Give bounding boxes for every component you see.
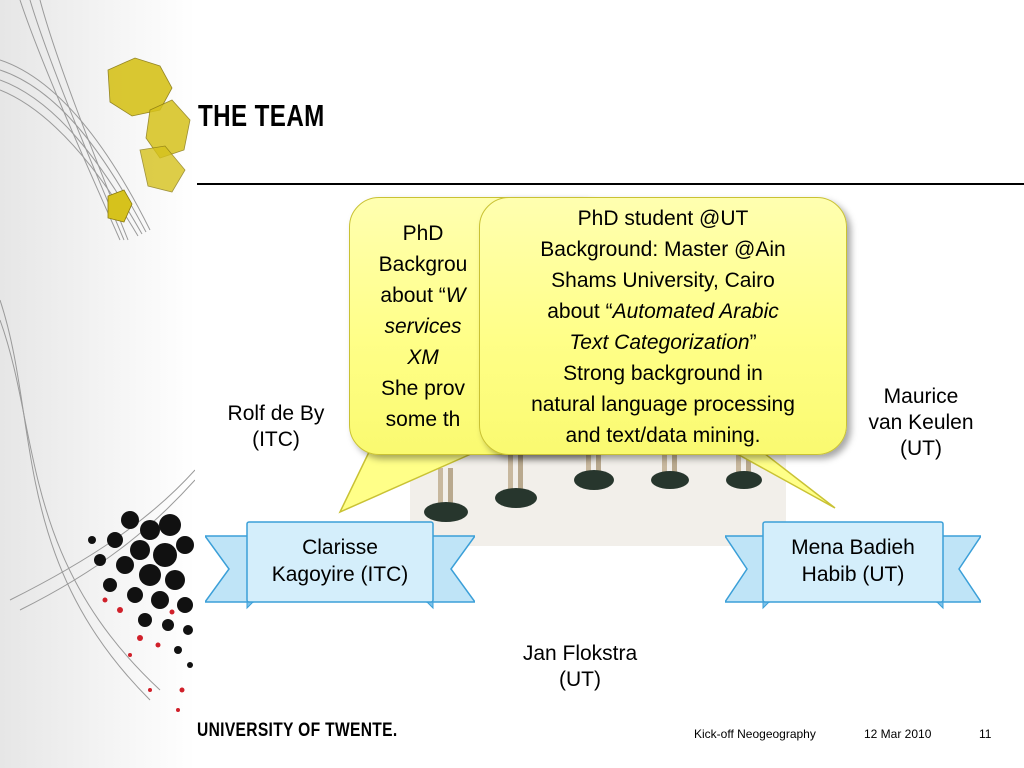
back-bubble-tail xyxy=(338,449,481,514)
bubble-text-line: Shams University, Cairo xyxy=(551,269,775,292)
bubble-text-line: PhD xyxy=(402,222,444,245)
slide-number: 11 xyxy=(979,727,992,741)
banner-mena-shape xyxy=(725,521,981,610)
bubble-text-line: Strong background in xyxy=(563,362,763,385)
sidebar-graphic xyxy=(0,0,195,768)
bubble-text-line: Background: Master @Ain xyxy=(540,238,786,261)
university-logo: UNIVERSITY OF TWENTE. xyxy=(197,720,398,741)
banner-clarisse-shape xyxy=(205,521,475,610)
bubble-text-line: Backgrou xyxy=(378,253,468,276)
slide-title: THE TEAM xyxy=(198,98,325,133)
decorative-sidebar xyxy=(0,0,195,768)
bubble-text-line: natural language processing xyxy=(531,393,795,416)
red-dots xyxy=(102,597,185,712)
banner-clarisse: Clarisse Kagoyire (ITC) xyxy=(271,536,409,586)
bubble-text-line: about “Automated Arabic xyxy=(547,300,779,323)
speech-bubble-mena: PhD student @UT Background: Master @Ain … xyxy=(479,197,847,455)
bubble-text-line: services xyxy=(384,315,462,338)
figure-stands xyxy=(424,436,762,522)
footer-event: Kick-off Neogeography xyxy=(694,727,816,741)
person-maurice: Maurice van Keulen (UT) xyxy=(868,385,974,460)
title-divider xyxy=(197,183,1024,185)
yellow-shapes xyxy=(107,57,191,223)
person-rolf: Rolf de By (ITC) xyxy=(227,402,325,451)
bubble-text-line: and text/data mining. xyxy=(565,424,761,447)
bubble-text-line: XM xyxy=(407,346,439,369)
banner-mena: Mena Badieh Habib (UT) xyxy=(791,536,915,586)
bubble-text-line: She prov xyxy=(380,377,466,400)
person-jan: Jan Flokstra (UT) xyxy=(522,642,638,691)
black-dots xyxy=(88,511,194,668)
bubble-text-line: PhD student @UT xyxy=(577,207,749,230)
front-bubble-tail xyxy=(729,449,836,509)
footer-date: 12 Mar 2010 xyxy=(864,727,932,741)
bubble-text-line: some th xyxy=(385,408,461,431)
bubble-text-line: Text Categorization” xyxy=(569,331,757,354)
bubble-text-line: about “W xyxy=(380,284,466,307)
